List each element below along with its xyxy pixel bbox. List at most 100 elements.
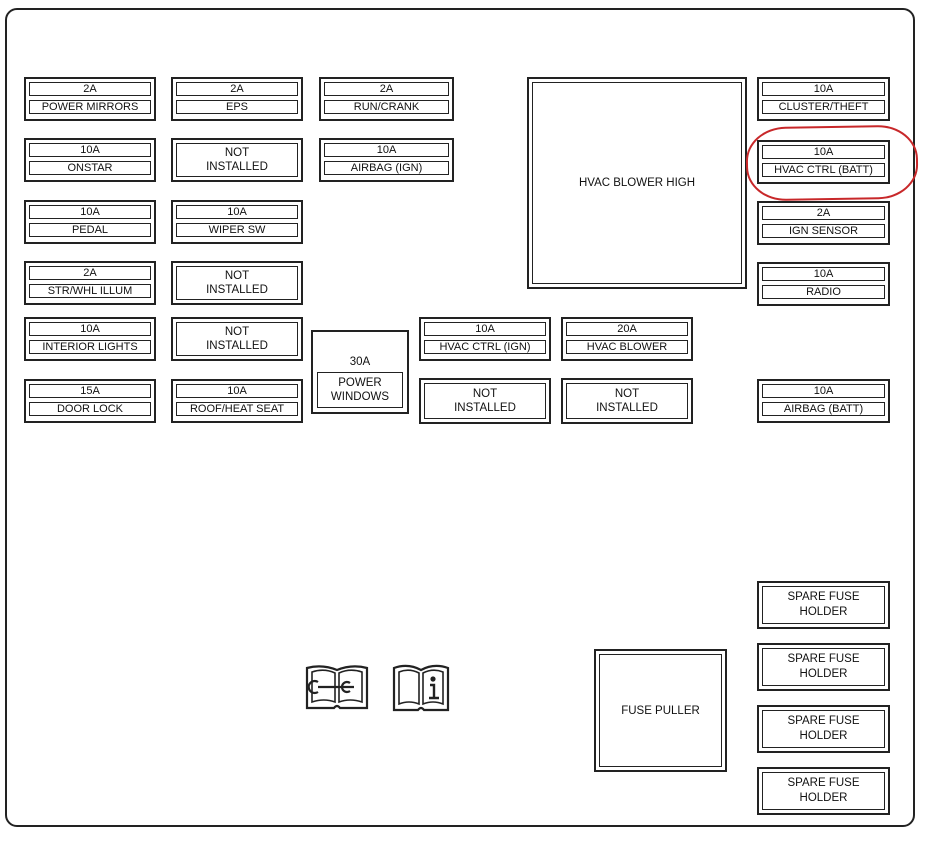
fuse-amperage: 2A [324,82,449,96]
fuse-interior-lights[interactable]: 10A INTERIOR LIGHTS [24,317,156,361]
not-installed-label: NOT INSTALLED [176,143,298,177]
spare-line2: HOLDER [799,792,848,804]
relay-hvac-blower-high[interactable]: HVAC BLOWER HIGH [527,77,747,289]
fuse-amperage: 10A [762,145,885,159]
fuse-label: EPS [176,100,298,114]
spare-line1: SPARE FUSE [787,777,860,789]
fuse-label: DOOR LOCK [29,402,151,416]
fuse-label: POWER MIRRORS [29,100,151,114]
fuse-label: AIRBAG (BATT) [762,402,885,416]
relay-label: HVAC BLOWER HIGH [532,82,742,284]
power-windows-line1: POWER [338,377,382,389]
spare-fuse-holder[interactable]: SPARE FUSE HOLDER [757,705,890,753]
fuse-amperage: 30A [349,356,371,368]
fuse-hvac-ctrl-ign[interactable]: 10A HVAC CTRL (IGN) [419,317,551,361]
fuse-amperage: 10A [29,322,151,336]
fuse-label: HVAC CTRL (IGN) [424,340,546,354]
fuse-amperage: 10A [424,322,546,336]
fuse-slot-not-installed[interactable]: NOT INSTALLED [171,138,303,182]
not-installed-line1: NOT [472,388,498,400]
fuse-amperage: 10A [176,205,298,219]
fuse-label: RADIO [762,285,885,299]
fuse-amperage: 10A [176,384,298,398]
fuse-airbag-ign[interactable]: 10A AIRBAG (IGN) [319,138,454,182]
spare-line1: SPARE FUSE [787,591,860,603]
fuse-label: CLUSTER/THEFT [762,100,885,114]
fuse-amperage: 10A [762,384,885,398]
not-installed-line1: NOT [614,388,640,400]
not-installed-label: NOT INSTALLED [176,322,298,356]
fuse-ign-sensor[interactable]: 2A IGN SENSOR [757,201,890,245]
fuse-wiper-sw[interactable]: 10A WIPER SW [171,200,303,244]
fuse-power-windows[interactable]: 30A POWER WINDOWS [311,330,409,414]
fuse-amperage: 20A [566,322,688,336]
spare-label: SPARE FUSE HOLDER [762,772,885,810]
fuse-amperage: 2A [176,82,298,96]
fuse-amperage: 2A [29,82,151,96]
fuse-amperage: 10A [324,143,449,157]
fuse-label: STR/WHL ILLUM [29,284,151,298]
fuse-slot-not-installed[interactable]: NOT INSTALLED [561,378,693,424]
fuse-amperage: 10A [762,267,885,281]
fuse-onstar[interactable]: 10A ONSTAR [24,138,156,182]
not-installed-line1: NOT [224,147,250,159]
fuse-cluster-theft[interactable]: 10A CLUSTER/THEFT [757,77,890,121]
highlight-circle [745,124,919,202]
fuse-amperage: 10A [29,143,151,157]
spare-label: SPARE FUSE HOLDER [762,648,885,686]
power-windows-line2: WINDOWS [330,391,390,403]
fuse-power-mirrors[interactable]: 2A POWER MIRRORS [24,77,156,121]
fuse-slot-not-installed[interactable]: NOT INSTALLED [171,261,303,305]
spare-line1: SPARE FUSE [787,715,860,727]
not-installed-line1: NOT [224,270,250,282]
not-installed-line2: INSTALLED [596,402,658,414]
fuse-label: HVAC BLOWER [566,340,688,354]
spare-label: SPARE FUSE HOLDER [762,710,885,748]
not-installed-line1: NOT [224,326,250,338]
spare-fuse-holder[interactable]: SPARE FUSE HOLDER [757,643,890,691]
fuse-radio[interactable]: 10A RADIO [757,262,890,306]
fuse-slot-not-installed[interactable]: NOT INSTALLED [419,378,551,424]
not-installed-label: NOT INSTALLED [566,383,688,419]
fuse-label: IGN SENSOR [762,224,885,238]
fuse-label: INTERIOR LIGHTS [29,340,151,354]
fuse-label: AIRBAG (IGN) [324,161,449,175]
fuse-roof-heat-seat[interactable]: 10A ROOF/HEAT SEAT [171,379,303,423]
fuse-label: RUN/CRANK [324,100,449,114]
spare-line2: HOLDER [799,730,848,742]
fuse-amperage: 10A [762,82,885,96]
spare-fuse-holder[interactable]: SPARE FUSE HOLDER [757,767,890,815]
fuse-panel-outline [5,8,915,827]
fuse-eps[interactable]: 2A EPS [171,77,303,121]
spare-fuse-holder[interactable]: SPARE FUSE HOLDER [757,581,890,629]
fuse-hvac-blower[interactable]: 20A HVAC BLOWER [561,317,693,361]
fuse-str-whl-illum[interactable]: 2A STR/WHL ILLUM [24,261,156,305]
fuse-amperage: 2A [29,266,151,280]
fuse-pedal[interactable]: 10A PEDAL [24,200,156,244]
fuse-run-crank[interactable]: 2A RUN/CRANK [319,77,454,121]
fuse-label: PEDAL [29,223,151,237]
fuse-amperage: 15A [29,384,151,398]
not-installed-line2: INSTALLED [206,161,268,173]
spare-line1: SPARE FUSE [787,653,860,665]
spare-line2: HOLDER [799,668,848,680]
spare-line2: HOLDER [799,606,848,618]
fuse-slot-not-installed[interactable]: NOT INSTALLED [171,317,303,361]
fuse-door-lock[interactable]: 15A DOOR LOCK [24,379,156,423]
fuse-label: ONSTAR [29,161,151,175]
not-installed-label: NOT INSTALLED [424,383,546,419]
not-installed-line2: INSTALLED [206,284,268,296]
not-installed-label: NOT INSTALLED [176,266,298,300]
fuse-airbag-batt[interactable]: 10A AIRBAG (BATT) [757,379,890,423]
fuse-label: HVAC CTRL (BATT) [762,163,885,177]
not-installed-line2: INSTALLED [454,402,516,414]
fuse-label: POWER WINDOWS [317,372,403,408]
fuse-puller[interactable]: FUSE PULLER [594,649,727,772]
fuse-puller-label: FUSE PULLER [599,654,722,767]
fuse-hvac-ctrl-batt[interactable]: 10A HVAC CTRL (BATT) [757,140,890,184]
fuse-label: WIPER SW [176,223,298,237]
spare-label: SPARE FUSE HOLDER [762,586,885,624]
fuse-amperage: 10A [29,205,151,219]
fuse-label: ROOF/HEAT SEAT [176,402,298,416]
service-manual-icon [305,665,369,710]
